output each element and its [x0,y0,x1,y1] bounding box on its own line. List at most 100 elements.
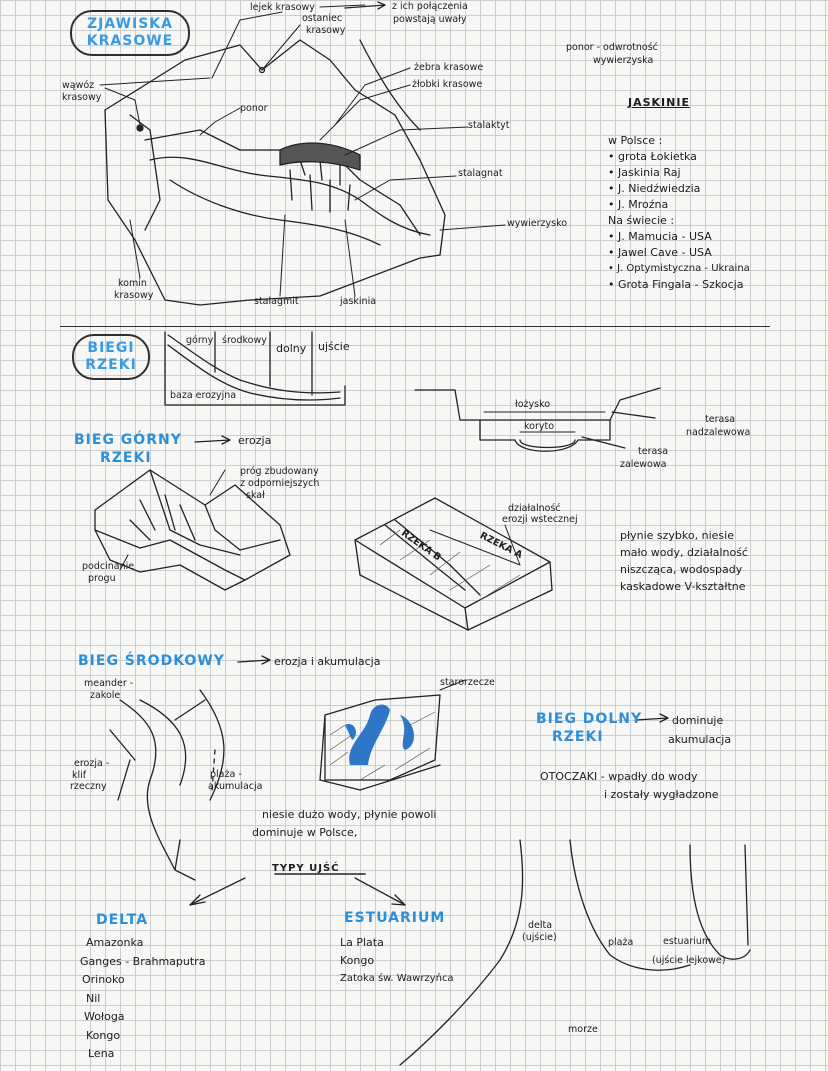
karst-pointer-lines [99,4,506,297]
meander-lines [109,689,225,881]
river-title-line-2: RZEKI [85,357,137,373]
karst-title-line-2: KRASOWE [86,33,174,49]
label-terasa-zal-2: zalewowa [620,459,667,470]
cave-item: • J. Niedźwiedzia [608,182,701,195]
river-title-line-1: BIEGI [87,340,135,356]
label-ponor-def-2: wywierzyska [593,55,654,66]
upper-desc-line: kaskadowe V-kształtne [620,580,746,593]
karst-title-line-1: ZJAWISKA [87,16,173,32]
label-podcinanie-2: progu [88,573,116,584]
upper-desc-line: niszcząca, wodospady [620,563,743,576]
upper-arrow-text: erozja [238,434,272,447]
section-divider [60,326,770,327]
cave-item: • Jaskinia Raj [608,166,681,179]
label-prog-3: skał [246,490,265,501]
label-estuary-1: estuarium [663,936,712,947]
karst-title: ZJAWISKA KRASOWE [70,10,190,56]
cave-item: • J. Mroźna [608,198,669,211]
delta-item: Amazonka [86,936,144,949]
label-ponor-def-1: ponor - odwrotność [566,42,658,53]
label-ostaniec-2: krasowy [306,25,346,36]
lower-title-line-2: RZEKI [552,729,604,745]
cave-item: • J. Optymistyczna - Ukraina [608,263,750,274]
lower-arrow-text-1: dominuje [672,714,724,727]
label-wawoz-2: krasowy [62,92,102,103]
estuary-item: Zatoka św. Wawrzyńca [340,973,454,984]
label-starorzecze: starorzecze [440,677,495,688]
estuary-list: La Plata Kongo Zatoka św. Wawrzyńca [340,934,454,988]
label-meander-1: meander - [84,678,134,689]
delta-item: Orinoko [82,973,125,986]
estuary-item: Kongo [340,954,375,967]
estuary-item: La Plata [340,936,384,949]
label-komin-2: krasowy [114,290,154,301]
label-erozja-1: erozja - [74,758,110,769]
middle-title: BIEG ŚRODKOWY [78,653,225,669]
otoczaki-line-2: i zostały wygładzone [604,788,719,801]
label-gorny: górny [186,335,214,346]
delta-item: Nil [86,991,101,1005]
label-terasa-nad-2: nadzalewowa [686,427,751,438]
cave-item: • Jawel Cave - USA [608,246,712,259]
label-meander-2: zakole [90,690,121,701]
label-jaskinia: jaskinia [340,296,377,307]
label-komin-1: komin [118,278,147,289]
label-stalaktyt: stalaktyt [468,120,510,131]
delta-list: Amazonka Ganges - Brahmaputra Orinoko Ni… [80,934,205,1064]
label-stalagmit: stalagmit [254,296,299,307]
label-zebra: żebra krasowe [414,62,484,73]
cave-item: • grota Łokietka [608,150,697,163]
label-erozja-3: rzeczny [70,781,107,792]
caves-list: w Polsce : • grota Łokietka • Jaskinia R… [608,133,750,293]
label-zlobki: żłobki krasowe [412,79,483,90]
label-plaza: plaża [608,937,634,948]
lower-arrow-text-2: akumulacja [668,733,732,746]
label-prog-2: z odporniejszych [240,478,320,489]
upper-title-line-1: BIEG GÓRNY [74,432,182,448]
river-profile [164,331,346,406]
label-wywierzysko: wywierzysko [507,218,568,229]
label-dolny: dolny [276,342,307,355]
label-wawoz-1: wąwóz [62,80,95,91]
label-erozja-2: klif [72,770,87,781]
label-koryto: koryto [524,421,555,432]
estuary-title: ESTUARIUM [344,910,446,926]
label-delta-1: delta [528,920,553,931]
delta-item: Wołoga [84,1010,125,1023]
delta-item: Lena [88,1047,115,1060]
label-polaczenie-2: powstają uwały [393,14,467,25]
upper-desc-line: mało wody, działalność [620,546,748,559]
label-polaczenie-1: z ich połączenia [392,1,468,12]
label-ponor: ponor [240,103,268,114]
label-baza: baza erozyjna [170,390,237,401]
delta-estuary-sketch [399,839,751,1066]
delta-item: Kongo [86,1028,121,1042]
middle-desc-1: niesie dużo wody, płynie powoli [262,808,437,821]
label-morze: morze [568,1024,598,1035]
river-cross-section [414,387,661,452]
delta-item: Ganges - Brahmaputra [80,954,206,968]
upper-title-line-2: RZEKI [100,450,152,466]
cave-item: • Grota Fingala - Szkocja [608,278,744,291]
label-delta-2: (ujście) [522,932,557,943]
cave-item: • J. Mamucia - USA [608,230,712,243]
label-lejek: lejek krasowy [250,2,315,13]
label-srodkowy: środkowy [222,335,267,346]
label-terasa-nad-1: terasa [705,414,736,425]
caves-poland-label: w Polsce : [608,134,663,147]
middle-arrow-text: erozja i akumulacja [274,655,381,668]
label-dzialalnosc-2: erozji wstecznej [502,514,578,525]
delta-title: DELTA [96,912,149,928]
label-plaza-1: plaża - [210,769,242,780]
river-title: BIEGI RZEKI [72,334,150,380]
otoczaki-line-1: OTOCZAKI - wpadły do wody [540,770,698,783]
oxbow-block [319,679,466,791]
label-podcinanie-1: podcinanie [82,561,135,572]
mouths-title: TYPY UJŚĆ [272,863,340,874]
lower-title-line-1: BIEG DOLNY [536,711,643,727]
mouth-arrows [189,873,406,906]
label-plaza-2: akumulacja [208,781,263,792]
caves-title: JASKINIE [628,96,690,109]
caves-world-label: Na świecie : [608,214,675,227]
